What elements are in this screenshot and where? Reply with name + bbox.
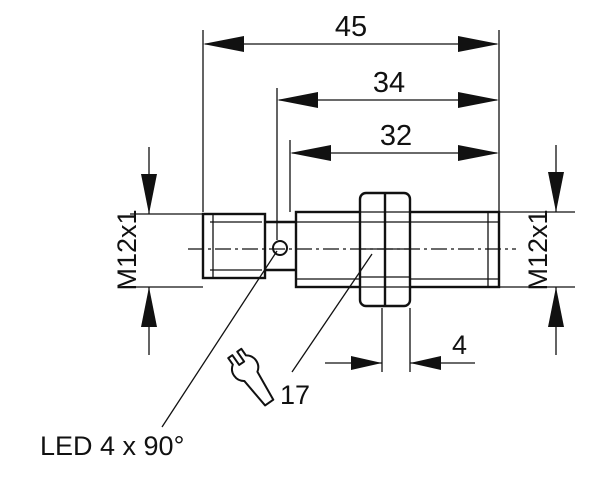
- led-window: [272, 240, 288, 256]
- dimension-label-45: 45: [335, 11, 367, 43]
- extension-lines: [130, 30, 575, 372]
- thread-label-left: M12x1: [112, 209, 142, 290]
- wrench-size-label: 17: [280, 380, 310, 410]
- leader-lines: [161, 250, 373, 428]
- thread-label-right: M12x1: [523, 209, 553, 290]
- sensor-neck: [265, 220, 296, 272]
- dimension-label-4: 4: [452, 330, 467, 360]
- dimension-label-32: 32: [380, 120, 412, 152]
- wrench-icon: [227, 347, 275, 407]
- dimension-nut-thickness: 4: [325, 330, 475, 370]
- dimension-thread-right: M12x1: [523, 145, 564, 355]
- connector-thread: [201, 212, 267, 280]
- dimension-length-from-led: 34: [277, 67, 499, 108]
- dimension-thread-left: M12x1: [112, 147, 157, 355]
- sensor-body: [188, 191, 516, 308]
- dimension-thread-length: 32: [290, 120, 499, 161]
- dimension-overall-length: 45: [203, 11, 499, 52]
- led-label: LED 4 x 90°: [40, 431, 184, 461]
- dimension-label-34: 34: [373, 67, 405, 99]
